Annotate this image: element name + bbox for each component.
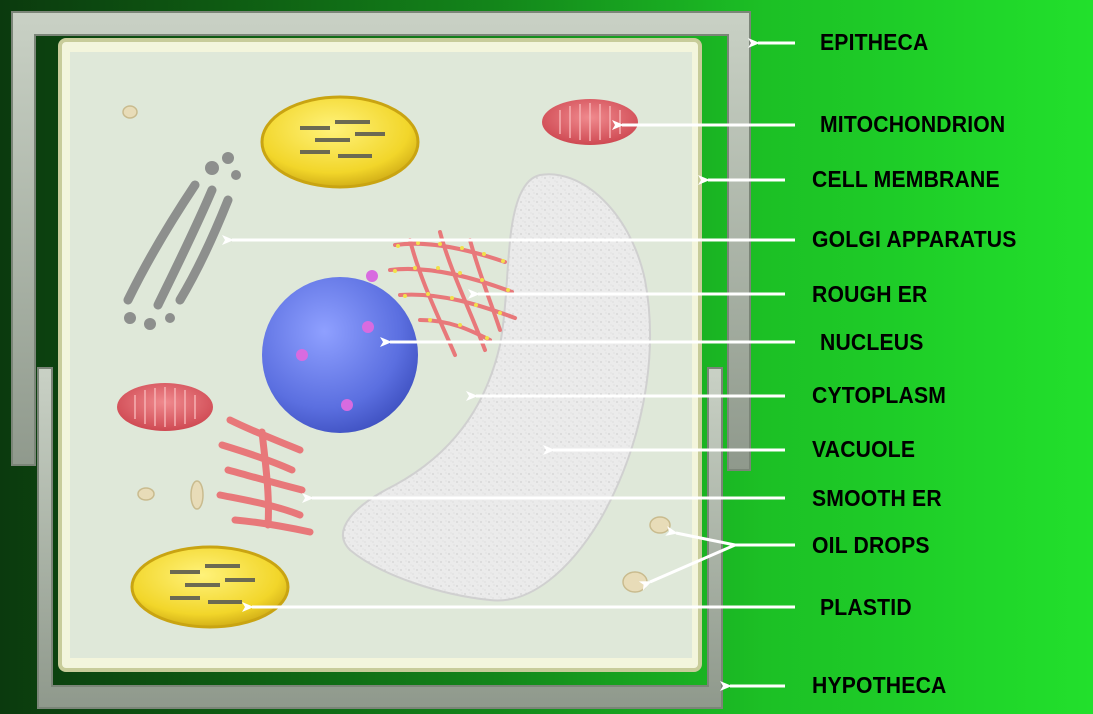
label-cytoplasm: CYTOPLASM (812, 384, 946, 407)
label-plastid: PLASTID (820, 596, 912, 619)
label-epitheca: EPITHECA (820, 31, 928, 54)
label-hypotheca: HYPOTHECA (812, 674, 947, 697)
label-cell-membrane: CELL MEMBRANE (812, 168, 1000, 191)
label-smooth-er: SMOOTH ER (812, 487, 942, 510)
mitochondrion-top (542, 99, 638, 145)
label-vacuole: VACUOLE (812, 438, 915, 461)
label-oil-drops: OIL DROPS (812, 534, 930, 557)
label-mitochondrion: MITOCHONDRION (820, 113, 1005, 136)
label-rough-er: ROUGH ER (812, 283, 928, 306)
plastid-bottom (132, 547, 288, 627)
label-golgi-apparatus: GOLGI APPARATUS (812, 228, 1017, 251)
mitochondrion-left (117, 383, 213, 431)
plastid-top (262, 97, 418, 187)
label-nucleus: NUCLEUS (820, 331, 924, 354)
